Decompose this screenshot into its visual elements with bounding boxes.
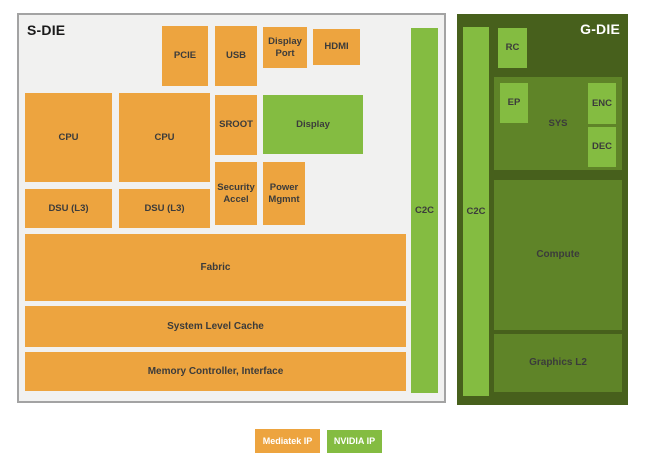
block-graphics-l2: Graphics L2 xyxy=(494,334,622,392)
sys-label: SYS xyxy=(548,117,568,129)
block-memory-controller-interface: Memory Controller, Interface xyxy=(25,352,406,391)
block-dsu-l3-1: DSU (L3) xyxy=(25,189,112,228)
block-rc: RC xyxy=(498,28,527,68)
block-ep: EP xyxy=(500,83,528,123)
block-c2c-g-die: C2C xyxy=(463,27,489,396)
block-sroot: SROOT xyxy=(215,95,257,155)
block-fabric: Fabric xyxy=(25,234,406,301)
block-display-port: Display Port xyxy=(263,27,307,68)
legend-mediatek-ip: Mediatek IP xyxy=(255,429,320,453)
block-compute: Compute xyxy=(494,180,622,330)
block-system-level-cache: System Level Cache xyxy=(25,306,406,347)
block-enc: ENC xyxy=(588,83,616,124)
block-c2c-s-die: C2C xyxy=(411,28,438,393)
block-cpu-1: CPU xyxy=(25,93,112,182)
legend-nvidia-ip: NVIDIA IP xyxy=(327,430,382,453)
block-hdmi: HDMI xyxy=(313,29,360,65)
block-security-accel: Security Accel xyxy=(215,162,257,225)
block-sys: SYS EP ENC DEC xyxy=(494,77,622,170)
block-dsu-l3-2: DSU (L3) xyxy=(119,189,210,228)
block-usb: USB xyxy=(215,26,257,86)
block-dec: DEC xyxy=(588,127,616,167)
s-die-title: S-DIE xyxy=(27,22,66,38)
block-display: Display xyxy=(263,95,363,154)
block-pcie: PCIE xyxy=(162,26,208,86)
block-power-mgmnt: Power Mgmnt xyxy=(263,162,305,225)
block-cpu-2: CPU xyxy=(119,93,210,182)
g-die-title: G-DIE xyxy=(580,21,620,37)
